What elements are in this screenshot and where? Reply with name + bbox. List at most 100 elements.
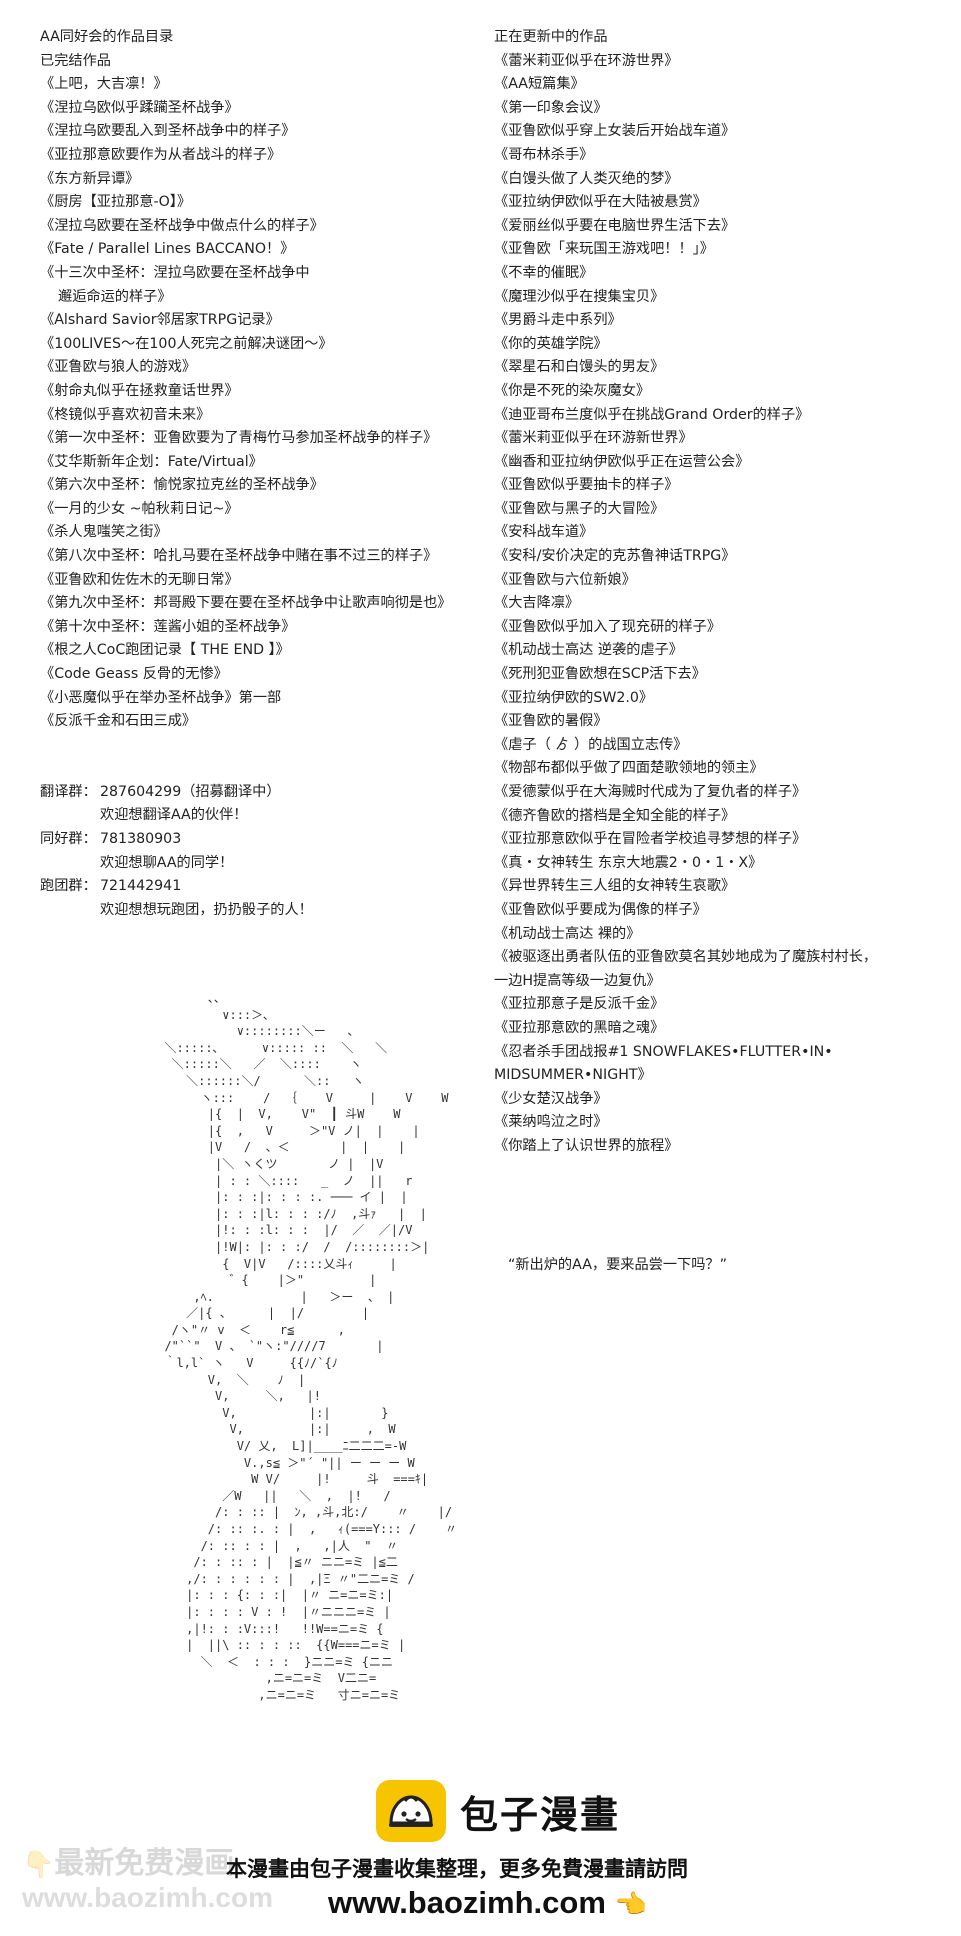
ongoing-work-item: 《亚鲁欧似乎要抽卡的样子》 [494, 477, 679, 494]
footer-url-link[interactable]: www.baozimh.com 👈 [328, 1885, 647, 1921]
completed-work-item: 《根之人CoC跑团记录【 THE END 】》 [40, 642, 290, 659]
completed-work-item: 《十三次中圣杯：涅拉乌欧要在圣杯战争中 [40, 264, 310, 281]
ongoing-work-item: 《虐子（ ゟ ）的战国立志传》 [494, 736, 688, 753]
ongoing-work-item: 《爱德蒙似乎在大海贼时代成为了复仇者的样子》 [494, 784, 807, 800]
ongoing-work-item: 《哥布林杀手》 [494, 146, 594, 163]
ongoing-work-item: 《亚鲁欧似乎加入了现充研的样子》 [494, 618, 722, 635]
completed-work-item: 《Fate / Parallel Lines BACCANO！》 [40, 241, 295, 258]
qq-group-label: 翻译群： [40, 783, 97, 800]
completed-work-item: 《Code Geass 反骨的无惨》 [40, 666, 228, 683]
completed-work-item: 《亚鲁欧和佐佐木的无聊日常》 [40, 571, 239, 588]
qq-group-note: 欢迎想翻译AA的伙伴！ [100, 807, 248, 824]
ongoing-works-list: 《蕾米莉亚似乎在环游世界》《AA短篇集》《第一印象会议》《亚鲁欧似乎穿上女装后开… [494, 50, 954, 1159]
brand-logo[interactable]: 包子漫畫 [376, 1780, 620, 1842]
ongoing-work-item: 《大吉降凛》 [494, 595, 580, 612]
catalog-header: AA同好会的作品目录 [40, 29, 174, 45]
pointing-hand-icon: 👇 [22, 1850, 55, 1880]
completed-work-item: 《东方新异谭》 [40, 170, 140, 187]
ongoing-work-item: 《迪亚哥布兰度似乎在挑战Grand Order的样子》 [494, 406, 810, 423]
ongoing-work-item: 《忍者杀手团战报#1 SNOWFLAKES•FLUTTER•IN• [494, 1043, 833, 1060]
ongoing-work-item: 《异世界转生三人组的女神转生哀歌》 [494, 878, 736, 895]
completed-work-item: 《杀人鬼嗤笑之街》 [40, 524, 168, 541]
completed-work-item: 《上吧，大吉凛！》 [40, 76, 168, 93]
site-url[interactable]: www.baozimh.com [328, 1885, 606, 1920]
spacer [40, 734, 480, 781]
ongoing-work-item: 《物部布都似乎做了四面楚歌领地的领主》 [494, 760, 764, 777]
ongoing-work-item: MIDSUMMER•NIGHT》 [494, 1067, 652, 1084]
ongoing-work-item: 《机动战士高达 裸的》 [494, 925, 641, 942]
ongoing-work-item: 《亚拉那意子是反派千金》 [494, 996, 665, 1013]
ongoing-work-item: 《翠星石和白馒头的男友》 [494, 359, 665, 376]
completed-work-item: 《第十次中圣杯：莲酱小姐的圣杯战争》 [40, 618, 296, 635]
ongoing-work-item: 《死刑犯亚鲁欧想在SCP活下去》 [494, 666, 706, 683]
ongoing-section-header: 正在更新中的作品 [494, 29, 608, 45]
completed-work-item: 《第九次中圣杯：邦哥殿下要在要在圣杯战争中让歌声响彻是也》 [40, 595, 452, 612]
ongoing-work-item: 《亚拉纳伊欧的SW2.0》 [494, 689, 654, 706]
completed-work-item: 《厨房【亚拉那意-O】》 [40, 194, 192, 211]
character-quote: “新出炉的AA，要来品尝一下吗？” [508, 1257, 727, 1273]
ongoing-work-item: 《男爵斗走中系列》 [494, 312, 622, 329]
ongoing-work-item: 《第一印象会议》 [494, 99, 608, 116]
pointing-hand-icon: 👈 [614, 1889, 647, 1919]
ascii-art-text: 、、 ∨:::＞､ ∨::::::::＼ー 、 ＼:::::､ ∨::::: :… [164, 991, 457, 1702]
qq-group-note: 欢迎想想玩跑团，扔扔骰子的人！ [100, 901, 313, 918]
ongoing-work-item: 《你是不死的染灰魔女》 [494, 382, 651, 399]
completed-work-item: 《反派千金和石田三成》 [40, 713, 197, 730]
ongoing-work-item: 《你踏上了认识世界的旅程》 [494, 1137, 679, 1154]
ongoing-work-item: 《白馒头做了人类灭绝的梦》 [494, 170, 679, 187]
completed-work-item: 《第八次中圣杯：哈扎马要在圣杯战争中赌在事不过三的样子》 [40, 548, 438, 565]
ongoing-work-item: 《安科/安价决定的克苏鲁神话TRPG》 [494, 548, 736, 565]
ongoing-work-item: 一边H提高等级一边复仇》 [494, 972, 661, 989]
completed-work-item: 《涅拉乌欧要乱入到圣杯战争中的样子》 [40, 123, 296, 140]
ongoing-work-item: 《莱纳鸣泣之时》 [494, 1114, 608, 1131]
qq-group-number: 781380903 [100, 831, 182, 847]
ongoing-work-item: 《少女楚汉战争》 [494, 1090, 608, 1107]
qq-group-number: 721442941 [100, 878, 182, 895]
completed-work-item: 《艾华斯新年企划：Fate/Virtual》 [40, 453, 263, 470]
ongoing-work-item: 《你的英雄学院》 [494, 335, 608, 352]
completed-work-item: 《亚鲁欧与狼人的游戏》 [40, 359, 197, 376]
ongoing-work-item: 《亚鲁欧似乎穿上女装后开始战车道》 [494, 123, 736, 140]
completed-work-item: 《亚拉那意欧要作为从者战斗的样子》 [40, 146, 282, 163]
completed-work-item: 《涅拉乌欧要在圣杯战争中做点什么的样子》 [40, 217, 324, 234]
completed-section-label: 已完结作品 [40, 52, 111, 69]
bun-logo-icon [376, 1780, 446, 1842]
ongoing-work-item: 《魔理沙似乎在搜集宝贝》 [494, 288, 665, 305]
ongoing-work-item: 《蕾米莉亚似乎在环游新世界》 [494, 430, 693, 447]
qq-group-label: 跑团群： [40, 878, 97, 895]
completed-works-list: 《上吧，大吉凛！》《涅拉乌欧似乎蹂躏圣杯战争》《涅拉乌欧要乱入到圣杯战争中的样子… [40, 73, 480, 734]
qq-group-note: 欢迎想聊AA的同学！ [100, 854, 234, 871]
ongoing-work-item: 《机动战士高达 逆袭的虐子》 [494, 642, 683, 659]
qq-group-number: 287604299（招募翻译中） [100, 783, 281, 800]
qq-group-label: 同好群： [40, 831, 97, 847]
footer-note: 本漫畫由包子漫畫收集整理，更多免費漫畫請訪問 [226, 1857, 688, 1881]
watermark: 👇最新免费漫画 www.baozimh.com [22, 1838, 332, 1930]
completed-work-item: 《射命丸似乎在拯救童话世界》 [40, 382, 239, 399]
completed-work-item: 《第六次中圣杯：愉悦家拉克丝的圣杯战争》 [40, 477, 324, 494]
ongoing-work-item: 《蕾米莉亚似乎在环游世界》 [494, 52, 679, 69]
ascii-art-illustration: 、、 ∨:::＞､ ∨::::::::＼ー 、 ＼:::::､ ∨::::: :… [150, 990, 457, 1704]
ongoing-work-item: 《亚拉那意欧似乎在冒险者学校追寻梦想的样子》 [494, 831, 807, 848]
ongoing-work-item: 《亚鲁欧的暑假》 [494, 713, 608, 730]
completed-work-item: 《100LIVES～在100人死完之前解决谜团～》 [40, 335, 333, 352]
ongoing-work-item: 《真・女神转生 东京大地震2・0・1・X》 [494, 854, 763, 871]
ongoing-work-item: 《亚拉纳伊欧似乎在大陆被悬赏》 [494, 194, 707, 211]
ongoing-work-item: 《爱丽丝似乎要在电脑世界生活下去》 [494, 217, 736, 234]
completed-work-item: 《柊镜似乎喜欢初音未来》 [40, 406, 211, 423]
ongoing-work-item: 《幽香和亚拉纳伊欧似乎正在运营公会》 [494, 453, 750, 470]
watermark-line-1: 👇最新免费漫画 [22, 1846, 235, 1881]
qq-group-row: 翻译群：287604299（招募翻译中） [40, 781, 480, 805]
ongoing-work-item: 《被驱逐出勇者队伍的亚鲁欧莫名其妙地成为了魔族村村长， [494, 949, 878, 966]
ongoing-work-item: 《亚鲁欧与黑子的大冒险》 [494, 500, 665, 517]
brand-name: 包子漫畫 [460, 1792, 621, 1837]
watermark-line-2: www.baozimh.com [22, 1882, 273, 1913]
completed-work-item: 邂逅命运的样子》 [58, 288, 172, 305]
qq-groups-list: 翻译群：287604299（招募翻译中） 欢迎想翻译AA的伙伴！同好群：78138… [40, 781, 480, 923]
ongoing-work-item: 《德齐鲁欧的搭档是全知全能的样子》 [494, 807, 736, 824]
qq-group-row: 跑团群：721442941 [40, 875, 480, 899]
completed-work-item: 《第一次中圣杯：亚鲁欧要为了青梅竹马参加圣杯战争的样子》 [40, 430, 438, 447]
completed-works-column: AA同好会的作品目录 已完结作品 《上吧，大吉凛！》《涅拉乌欧似乎蹂躏圣杯战争》… [40, 26, 480, 922]
ongoing-work-item: 《亚鲁欧与六位新娘》 [494, 571, 636, 588]
ongoing-work-item: 《安科战车道》 [494, 524, 594, 541]
ongoing-work-item: 《亚鲁欧「来玩国王游戏吧！！」》 [494, 241, 714, 258]
